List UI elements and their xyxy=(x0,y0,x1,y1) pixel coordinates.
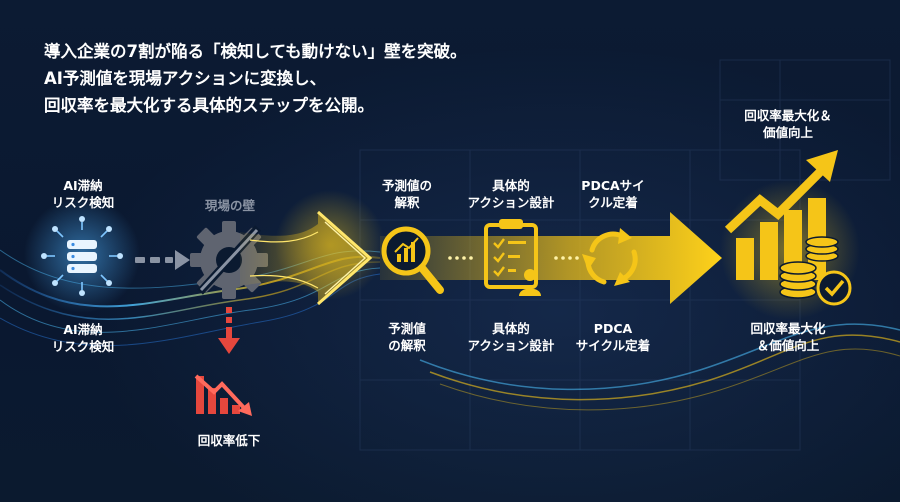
label-line: 具体的 xyxy=(492,178,530,193)
label-action-top: 具体的 アクション設計 xyxy=(458,177,564,211)
label-line: AI滞納 xyxy=(63,322,103,337)
label-line: PDCA xyxy=(593,321,633,336)
cycle-arrows-icon xyxy=(582,228,638,286)
label-collection-decline: 回収率低下 xyxy=(197,433,261,448)
label-line: 回収率最大化 xyxy=(750,321,826,336)
breakthrough-arrow xyxy=(240,210,373,306)
label-line: アクション設計 xyxy=(467,338,555,353)
clipboard-checklist-icon xyxy=(484,219,541,296)
label-line: の解釈 xyxy=(388,338,426,353)
label-goal-top: 回収率最大化＆ 価値向上 xyxy=(730,107,846,141)
label-field-wall: 現場の壁 xyxy=(204,198,255,213)
growth-chart-coins-icon xyxy=(724,150,839,299)
headline: 導入企業の7割が陥る「検知しても動けない」壁を突破。 AI予測値を現場アクション… xyxy=(44,38,604,119)
headline-line-1: 導入企業の7割が陥る「検知しても動けない」壁を突破。 xyxy=(44,42,467,61)
label-line: PDCAサイ xyxy=(581,178,645,193)
dashed-arrow-to-wall xyxy=(135,250,190,270)
label-line: リスク検知 xyxy=(51,339,115,354)
headline-line-3: 回収率を最大化する具体的ステップを公開。 xyxy=(44,96,374,115)
label-line: 予測値の xyxy=(381,178,432,193)
label-line: AI滞納 xyxy=(63,178,103,193)
label-line: アクション設計 xyxy=(467,195,555,210)
label-line: 予測値 xyxy=(388,321,426,336)
label-predict-top: 予測値の 解釈 xyxy=(368,177,446,211)
label-goal-bottom: 回収率最大化 ＆価値向上 xyxy=(730,320,846,354)
check-icon xyxy=(816,270,852,306)
dotted-connector xyxy=(448,256,579,260)
label-line: 回収率最大化＆ xyxy=(744,108,832,123)
label-line: 価値向上 xyxy=(762,125,813,140)
headline-line-2: AI予測値を現場アクションに変換し、 xyxy=(44,69,327,88)
label-ai-detection-bottom: AI滞納 リスク検知 xyxy=(40,321,126,355)
label-pdca-top: PDCAサイ クル定着 xyxy=(566,177,660,211)
label-line: ＆価値向上 xyxy=(756,338,820,353)
label-ai-detection-top: AI滞納 リスク検知 xyxy=(40,177,126,211)
red-down-arrow xyxy=(218,307,240,354)
blueprint-grid xyxy=(359,59,891,451)
label-action-bottom: 具体的 アクション設計 xyxy=(458,320,564,354)
label-line: リスク検知 xyxy=(51,195,115,210)
label-line: クル定着 xyxy=(588,195,638,210)
magnifier-chart-icon xyxy=(381,226,444,294)
process-beam xyxy=(380,212,722,304)
label-line: 解釈 xyxy=(394,195,420,210)
label-predict-bottom: 予測値 の解釈 xyxy=(368,320,446,354)
label-pdca-bottom: PDCA サイクル定着 xyxy=(566,320,660,354)
decline-chart-icon xyxy=(194,374,252,416)
label-line: 具体的 xyxy=(492,321,530,336)
label-line: サイクル定着 xyxy=(575,338,651,353)
database-icon xyxy=(41,216,123,296)
